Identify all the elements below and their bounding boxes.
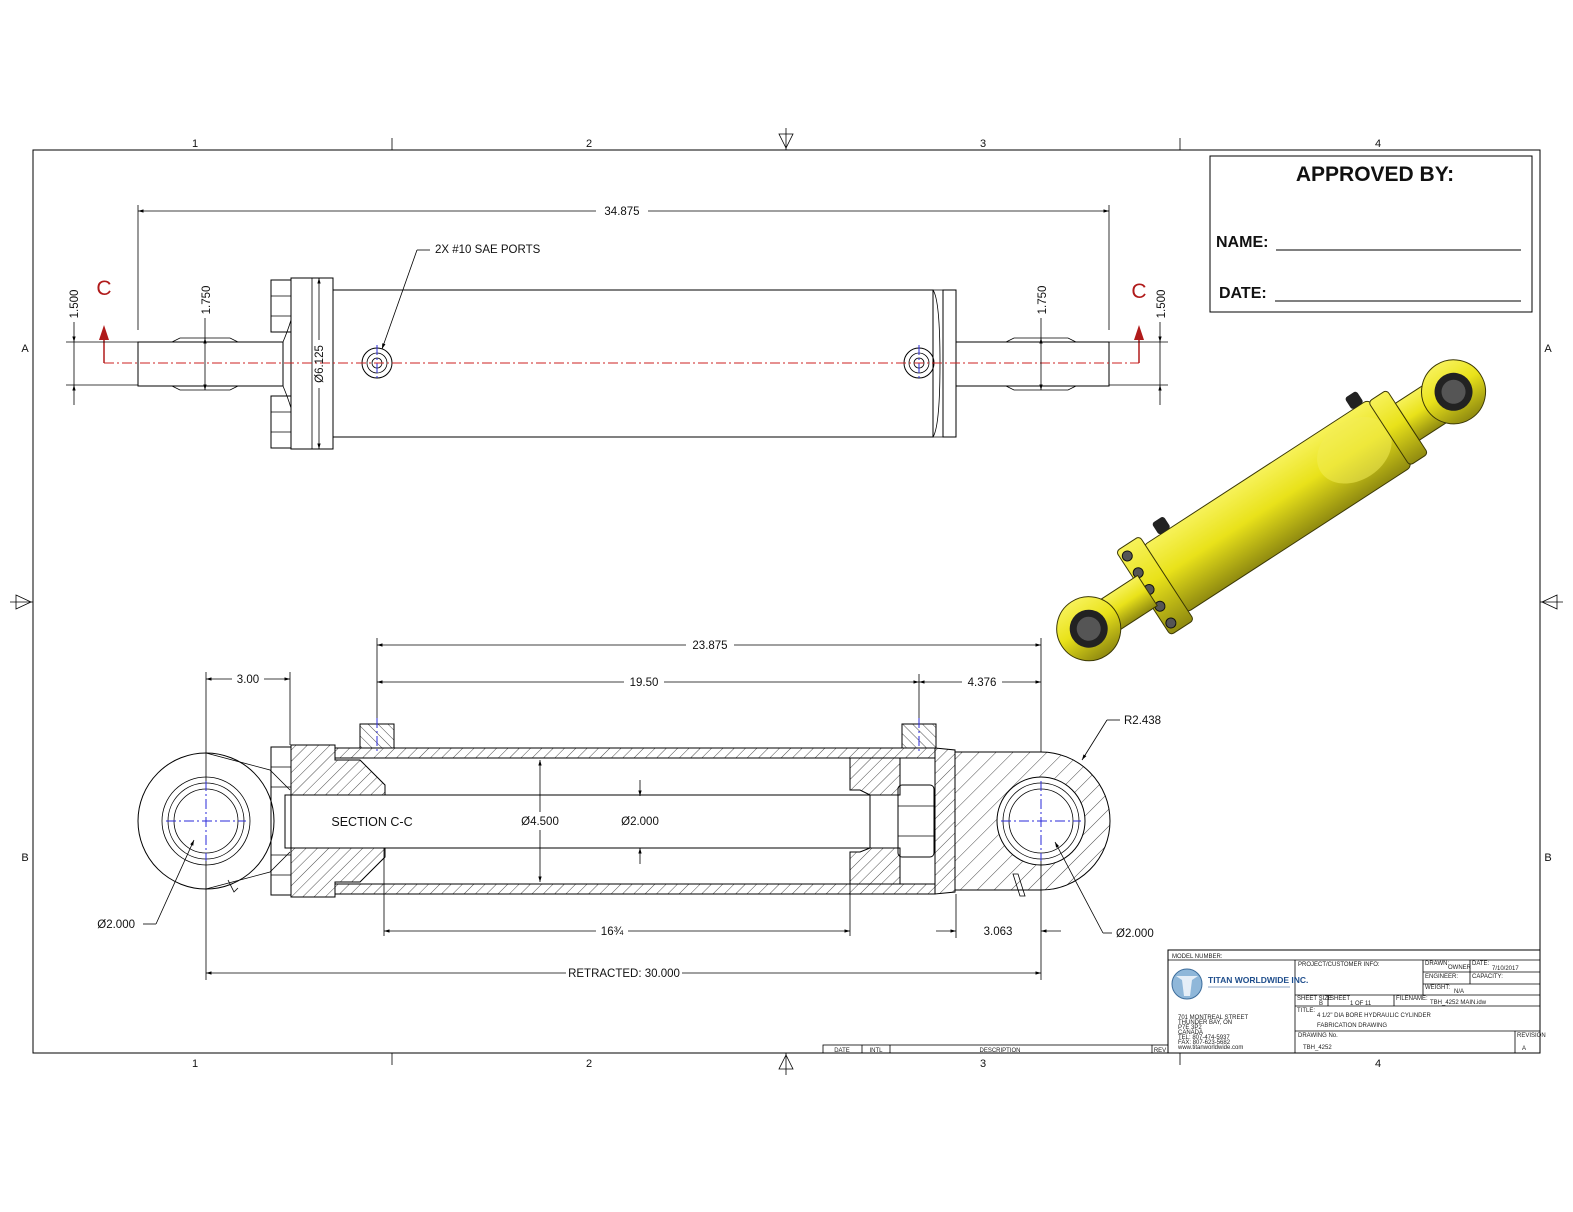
section-marker-left: C <box>96 277 111 300</box>
address-line-1: 701 MONTREAL STREET <box>1178 1015 1248 1021</box>
zone-row-a-left: A <box>21 343 29 355</box>
dim-clevis-offset: 3.00 <box>237 674 259 686</box>
zone-col-2-top: 2 <box>586 138 592 150</box>
sheet-label: SHEET <box>1330 996 1350 1002</box>
engineer-label: ENGINEER: <box>1425 974 1458 980</box>
drawing-no-label: DRAWING No. <box>1298 1033 1338 1039</box>
approval-title: APPROVED BY: <box>1296 163 1454 186</box>
sheet-size-value: B <box>1319 1001 1323 1007</box>
model-number-label: MODEL NUMBER: <box>1172 954 1223 960</box>
project-info-label: PROJECT/CUSTOMER INFO: <box>1298 962 1380 968</box>
date-value: 7/10/2017 <box>1492 966 1519 972</box>
zone-col-3-top: 3 <box>980 138 986 150</box>
dim-overall-length: 34.875 <box>604 206 639 218</box>
section-label: SECTION C-C <box>331 815 412 829</box>
revision-table: DATE INTL DESCRIPTION REV <box>822 1044 1169 1054</box>
address-line-5: TEL: 807-474-5937 <box>1178 1035 1230 1041</box>
date-label: DATE: <box>1472 961 1490 967</box>
address-line-2: THUNDER BAY, ON <box>1178 1020 1232 1026</box>
dim-right-pin-diameter: Ø2.000 <box>1116 928 1154 940</box>
dim-right-clevis-thickness: 1.500 <box>1156 290 1168 319</box>
sheet-border <box>10 128 1563 1075</box>
drawn-value: OWNER <box>1448 965 1472 971</box>
dim-left-clevis-thickness: 1.500 <box>69 290 81 319</box>
title-label: TITLE: <box>1297 1008 1315 1014</box>
top-view: C C 34.875 2X #10 SAE PORTS 1.500 1.750 … <box>66 205 1168 450</box>
title-block: MODEL NUMBER: TITAN WORLDWIDE INC. 701 M… <box>1167 949 1546 1054</box>
section-view: SECTION C-C Ø4.500 Ø2.000 23.875 19.50 4… <box>97 638 1161 980</box>
dim-flange-diameter: Ø6.125 <box>314 345 326 383</box>
zone-row-b-right: B <box>1544 852 1551 864</box>
isometric-cylinder-view <box>1056 359 1487 662</box>
approval-name-label: NAME: <box>1216 234 1268 251</box>
weight-value: N/A <box>1454 989 1464 995</box>
sheet-value: 1 OF 11 <box>1350 1001 1372 1007</box>
dim-body-length: 23.875 <box>692 640 727 652</box>
revision-value: A <box>1522 1046 1526 1052</box>
company-name: TITAN WORLDWIDE INC. <box>1208 975 1308 985</box>
zone-col-4-bottom: 4 <box>1375 1058 1381 1070</box>
filename-value: TBH_4252 MAIN.idw <box>1430 1000 1487 1006</box>
dim-end-radius: R2.438 <box>1124 715 1161 727</box>
address-line-4: CANADA <box>1178 1030 1203 1036</box>
address-line-3: P7E 3P2 <box>1178 1025 1202 1031</box>
zone-col-4-top: 4 <box>1375 138 1381 150</box>
weight-label: WEIGHT: <box>1425 985 1450 991</box>
section-marker-right: C <box>1131 280 1146 303</box>
filename-label: FILENAME: <box>1396 996 1428 1002</box>
dim-left-clevis-width: 1.750 <box>201 286 213 315</box>
zone-labels: 1 2 3 4 1 2 3 4 A A B B <box>21 138 1552 1070</box>
zone-col-1-bottom: 1 <box>192 1058 198 1070</box>
dim-pin-offset: 3.063 <box>984 926 1013 938</box>
rev-date-header: DATE <box>834 1048 850 1054</box>
title-line-1: 4 1/2" DIA BORE HYDRAULIC CYLINDER <box>1317 1013 1431 1019</box>
dim-rod-diameter: Ø2.000 <box>621 816 659 828</box>
revision-label: REVISION <box>1517 1033 1546 1039</box>
zone-col-1-top: 1 <box>192 138 198 150</box>
dim-stroke: 16¾ <box>601 926 624 938</box>
ports-note: 2X #10 SAE PORTS <box>435 244 541 256</box>
rev-description-header: DESCRIPTION <box>979 1048 1020 1054</box>
approval-date-label: DATE: <box>1219 285 1267 302</box>
rev-init-header: INTL <box>869 1048 883 1054</box>
zone-row-b-left: B <box>21 852 28 864</box>
capacity-label: CAPACITY: <box>1472 974 1503 980</box>
rev-rev-header: REV <box>1154 1048 1166 1054</box>
dim-left-pin-diameter: Ø2.000 <box>97 919 135 931</box>
dim-right-clevis-width: 1.750 <box>1037 286 1049 315</box>
zone-col-2-bottom: 2 <box>586 1058 592 1070</box>
zone-col-3-bottom: 3 <box>980 1058 986 1070</box>
address-line-7: www.titanworldwide.com <box>1177 1045 1243 1051</box>
approval-box: APPROVED BY: NAME: DATE: <box>1209 155 1533 313</box>
drawing-no-value: TBH_4252 <box>1303 1045 1332 1051</box>
drawn-label: DRAWN: <box>1425 961 1449 967</box>
address-line-6: FAX: 807-623-5682 <box>1178 1040 1231 1046</box>
sheet-size-label: SHEET SIZE <box>1297 996 1332 1002</box>
dim-retracted-length: RETRACTED: 30.000 <box>568 968 680 980</box>
dim-bore-diameter: Ø4.500 <box>521 816 559 828</box>
dim-tube-length: 19.50 <box>630 677 659 689</box>
dim-gland-to-pin: 4.376 <box>968 677 997 689</box>
title-line-2: FABRICATION DRAWING <box>1317 1023 1387 1029</box>
zone-row-a-right: A <box>1544 343 1552 355</box>
company-logo <box>1171 968 1203 1000</box>
